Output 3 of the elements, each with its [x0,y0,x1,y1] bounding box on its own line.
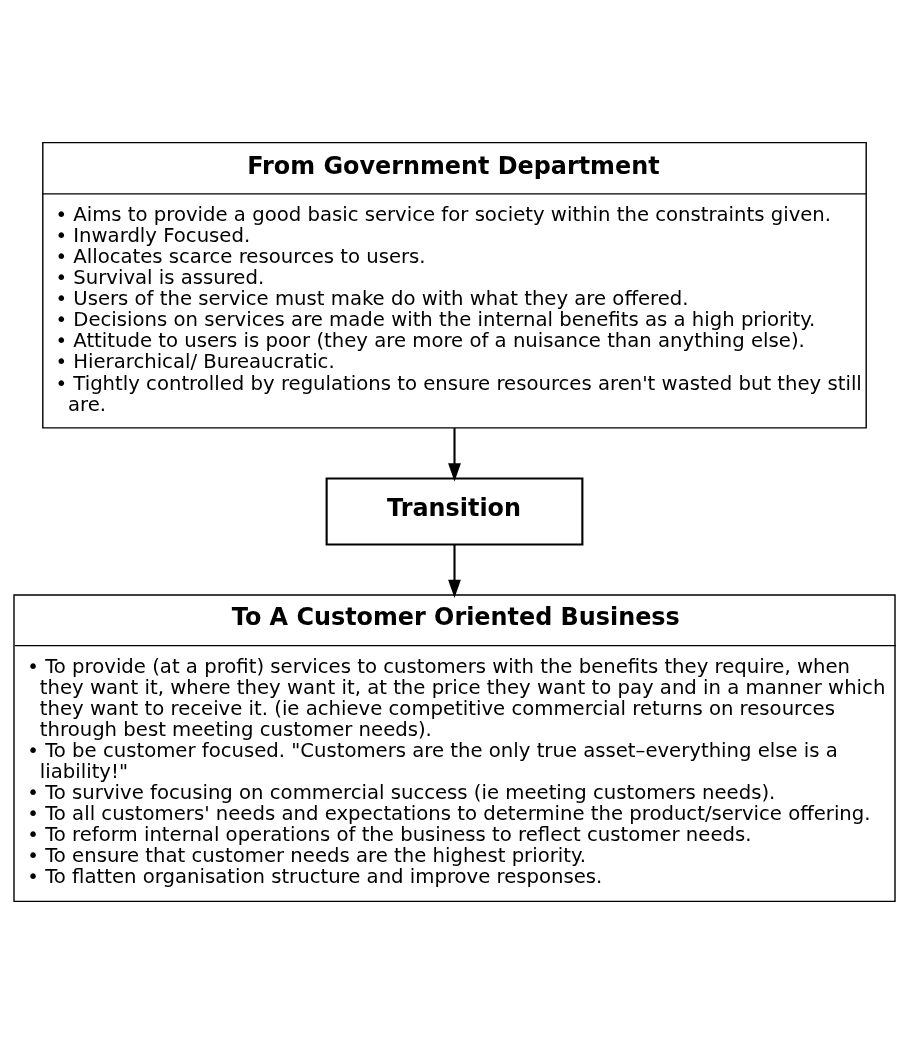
node-box: Transition [325,477,584,546]
arrow [448,544,461,599]
arrow [448,428,461,482]
